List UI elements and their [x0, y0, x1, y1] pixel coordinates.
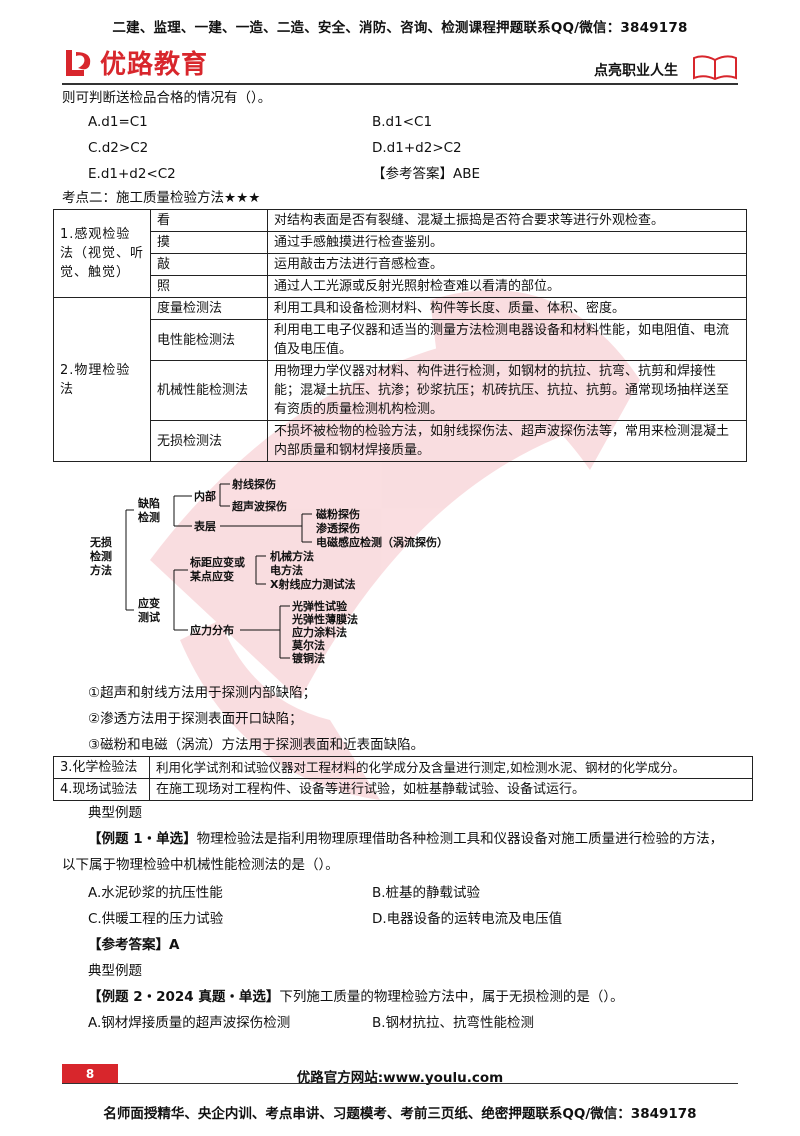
table-row: 照 通过人工光源或反射光照射检查难以看清的部位。: [54, 275, 747, 298]
table-row: 敲 运用敲击方法进行音感检查。: [54, 253, 747, 276]
tree-root-line3: 方法: [90, 563, 112, 577]
top-banner: 二建、监理、一建、一造、二造、安全、消防、咨询、检测课程押题联系QQ/微信：38…: [112, 20, 688, 36]
desc-cell: 不损坏被检物的检验方法，如射线探伤法、超声波探伤法等，常用来检测混凝土内部质量和…: [267, 420, 747, 462]
example-1-answer: 【参考答案】A: [88, 937, 180, 953]
answer: 【参考答案】ABE: [372, 166, 481, 182]
example-1-option-d: D.电器设备的运转电流及电压值: [372, 911, 563, 927]
brand-logo: 优路教育: [62, 44, 208, 81]
method-cell: 4.现场试验法: [53, 778, 150, 801]
tree-surface: 表层: [193, 519, 216, 533]
tree-gauge-item: X射线应力测试法: [270, 577, 355, 591]
method-cell: 看: [150, 209, 268, 232]
slogan: 点亮职业人生: [594, 63, 678, 79]
desc-cell: 利用电工电子仪器和适当的测量方法检测电器设备和材料性能，如电阻值、电流值及电压值…: [267, 319, 747, 361]
option-e: E.d1+d2<C2: [88, 166, 176, 182]
tree-surface-item: 电磁感应检测（涡流探伤）: [316, 535, 448, 549]
example-1-tag: 【例题 1・单选】: [88, 831, 197, 847]
tree-root-line1: 无损: [89, 535, 112, 549]
header-divider: [62, 83, 738, 85]
method-cell: 度量检测法: [150, 297, 268, 320]
example-2-option-a: A.钢材焊接质量的超声波探伤检测: [88, 1015, 291, 1031]
example-1-option-b: B.桩基的静载试验: [372, 885, 481, 901]
desc-cell: 利用化学试剂和试验仪器对工程材料的化学成分及含量进行测定,如检测水泥、钢材的化学…: [149, 756, 753, 779]
method-cell: 照: [150, 275, 268, 298]
example-heading: 典型例题: [88, 805, 142, 821]
question-stem: 则可判断送检品合格的情况有（）。: [62, 90, 272, 106]
inspection-methods-table: 1.感观检验法（视觉、听觉、触觉） 看 对结构表面是否有裂缝、混凝土振捣是否符合…: [53, 209, 747, 462]
desc-cell: 运用敲击方法进行音感检查。: [267, 253, 747, 276]
tree-defect-line2: 检测: [138, 510, 160, 524]
tree-gauge-line2: 某点应变: [189, 569, 234, 583]
method-cell: 机械性能检测法: [150, 360, 268, 421]
method-cell: 无损检测法: [150, 420, 268, 462]
tree-internal-item: 射线探伤: [231, 477, 276, 491]
footer-banner: 名师面授精华、央企内训、考点串讲、习题模考、考前三页纸、绝密押题联系QQ/微信：…: [103, 1106, 697, 1122]
method-cell: 敲: [150, 253, 268, 276]
desc-cell: 用物理力学仪器对材料、构件进行检测，如钢材的抗拉、抗弯、抗剪和焊接性能；混凝土抗…: [267, 360, 747, 421]
tree-defect-line1: 缺陷: [137, 496, 160, 510]
tree-internal-item: 超声波探伤: [231, 499, 287, 513]
table-row: 机械性能检测法 用物理力学仪器对材料、构件进行检测，如钢材的抗拉、抗弯、抗剪和焊…: [54, 360, 747, 421]
footer-site: 优路官方网站:www.youlu.com: [296, 1070, 504, 1086]
tree-root-line2: 检测: [90, 549, 112, 563]
logo-text: 优路教育: [100, 50, 209, 80]
note-1: ①超声和射线方法用于探测内部缺陷；: [88, 685, 317, 701]
table-row: 2.物理检验法 度量检测法 利用工具和设备检测材料、构件等长度、质量、体积、密度…: [53, 297, 747, 462]
tree-stress-item: 镀铜法: [292, 651, 325, 665]
method-cell: 摸: [150, 231, 268, 254]
desc-cell: 通过手感触摸进行检查鉴别。: [267, 231, 747, 254]
tree-gauge-item: 机械方法: [270, 549, 314, 563]
option-c: C.d2>C2: [88, 140, 149, 156]
group-label-sensory: 1.感观检验法（视觉、听觉、触觉）: [53, 209, 151, 298]
example-1-option-c: C.供暖工程的压力试验: [88, 911, 224, 927]
table-row: 无损检测法 不损坏被检物的检验方法，如射线探伤法、超声波探伤法等，常用来检测混凝…: [54, 420, 747, 462]
logo-icon: [66, 49, 91, 76]
example-2-stem-text: 下列施工质量的物理检验方法中，属于无损检测的是（）。: [279, 989, 624, 1005]
chemical-field-methods-table: 3.化学检验法 利用化学试剂和试验仪器对工程材料的化学成分及含量进行测定,如检测…: [53, 756, 753, 801]
tree-internal: 内部: [194, 489, 216, 503]
example-1-stem-text: 物理检验法是指利用物理原理借助各种检测工具和仪器设备对施工质量进行检验的方法，: [196, 831, 724, 847]
method-cell: 电性能检测法: [150, 319, 268, 361]
table-row: 3.化学检验法 利用化学试剂和试验仪器对工程材料的化学成分及含量进行测定,如检测…: [53, 756, 753, 779]
desc-cell: 利用工具和设备检测材料、构件等长度、质量、体积、密度。: [267, 297, 747, 320]
option-b: B.d1<C1: [372, 114, 433, 130]
note-2: ②渗透方法用于探测表面开口缺陷；: [88, 711, 303, 727]
tree-stress: 应力分布: [190, 623, 234, 637]
group-label-physical: 2.物理检验法: [53, 297, 151, 462]
section-title: 考点二：施工质量检验方法★★★: [62, 190, 261, 206]
example-2-stem: 【例题 2・2024 真题・单选】下列施工质量的物理检验方法中，属于无损检测的是…: [88, 988, 624, 1006]
tree-gauge-item: 电方法: [270, 563, 303, 577]
note-3: ③磁粉和电磁（涡流）方法用于探测表面和近表面缺陷。: [88, 737, 425, 753]
example-heading: 典型例题: [88, 963, 142, 979]
method-cell: 3.化学检验法: [53, 756, 150, 779]
table-row: 摸 通过手感触摸进行检查鉴别。: [54, 231, 747, 254]
example-1-stem: 【例题 1・单选】物理检验法是指利用物理原理借助各种检测工具和仪器设备对施工质量…: [88, 830, 723, 848]
option-d: D.d1+d2>C2: [372, 140, 462, 156]
nondestructive-tree-diagram: 无损 检测 方法 缺陷 检测 内部 射线探伤 超声波探伤 表层 磁粉探伤 渗透探…: [89, 477, 448, 665]
footer-divider: [62, 1083, 738, 1084]
desc-cell: 对结构表面是否有裂缝、混凝土振捣是否符合要求等进行外观检查。: [267, 209, 747, 232]
example-1-option-a: A.水泥砂浆的抗压性能: [88, 885, 223, 901]
example-2-option-b: B.钢材抗拉、抗弯性能检测: [372, 1015, 535, 1031]
desc-cell: 通过人工光源或反射光照射检查难以看清的部位。: [267, 275, 747, 298]
tree-surface-item: 渗透探伤: [316, 521, 360, 535]
tree-surface-item: 磁粉探伤: [316, 507, 360, 521]
open-book-icon: [693, 55, 737, 80]
table-row: 电性能检测法 利用电工电子仪器和适当的测量方法检测电器设备和材料性能，如电阻值、…: [54, 319, 747, 361]
tree-strain-line2: 测试: [138, 610, 160, 624]
example-1-stem-line2: 以下属于物理检验中机械性能检测法的是（）。: [62, 857, 339, 873]
page-number: 8: [62, 1064, 118, 1084]
example-2-tag: 【例题 2・2024 真题・单选】: [88, 989, 280, 1005]
option-a: A.d1=C1: [88, 114, 148, 130]
table-row: 4.现场试验法 在施工现场对工程构件、设备等进行试验，如桩基静载试验、设备试运行…: [53, 778, 753, 801]
tree-stress-item: 光弹性薄膜法: [291, 612, 358, 626]
tree-strain-line1: 应变: [138, 596, 160, 610]
tree-stress-item: 莫尔法: [291, 638, 325, 652]
tree-stress-item: 应力涂料法: [292, 625, 347, 639]
tree-stress-item: 光弹性试验: [291, 599, 348, 613]
table-row: 1.感观检验法（视觉、听觉、触觉） 看 对结构表面是否有裂缝、混凝土振捣是否符合…: [53, 209, 747, 298]
desc-cell: 在施工现场对工程构件、设备等进行试验，如桩基静载试验、设备试运行。: [149, 778, 753, 801]
tree-gauge-line1: 标距应变或: [189, 555, 245, 569]
